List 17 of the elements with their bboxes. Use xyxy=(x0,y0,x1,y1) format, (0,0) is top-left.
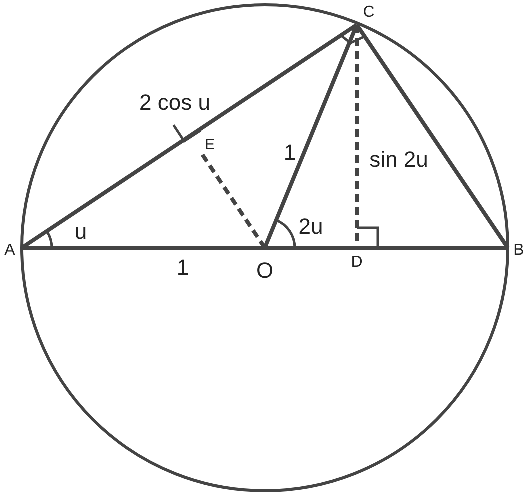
angle-label: u xyxy=(74,221,88,243)
angle-label: 2u xyxy=(298,216,324,238)
line-segment xyxy=(22,246,265,250)
line-segment xyxy=(263,24,359,249)
edge-label: sin 2u xyxy=(370,149,428,171)
edge-label: 2 cos u xyxy=(140,92,210,114)
point-label: B xyxy=(514,243,524,259)
line-segment xyxy=(357,246,508,250)
point-label: C xyxy=(363,5,375,21)
edge-label: 1 xyxy=(176,257,190,279)
line-segment xyxy=(355,24,510,250)
line-segment xyxy=(265,246,357,250)
point-label: E xyxy=(205,138,215,152)
point-label: A xyxy=(4,243,16,259)
edge-label: 1 xyxy=(284,142,296,164)
point-label: D xyxy=(351,255,363,271)
point-label: O xyxy=(256,260,274,282)
